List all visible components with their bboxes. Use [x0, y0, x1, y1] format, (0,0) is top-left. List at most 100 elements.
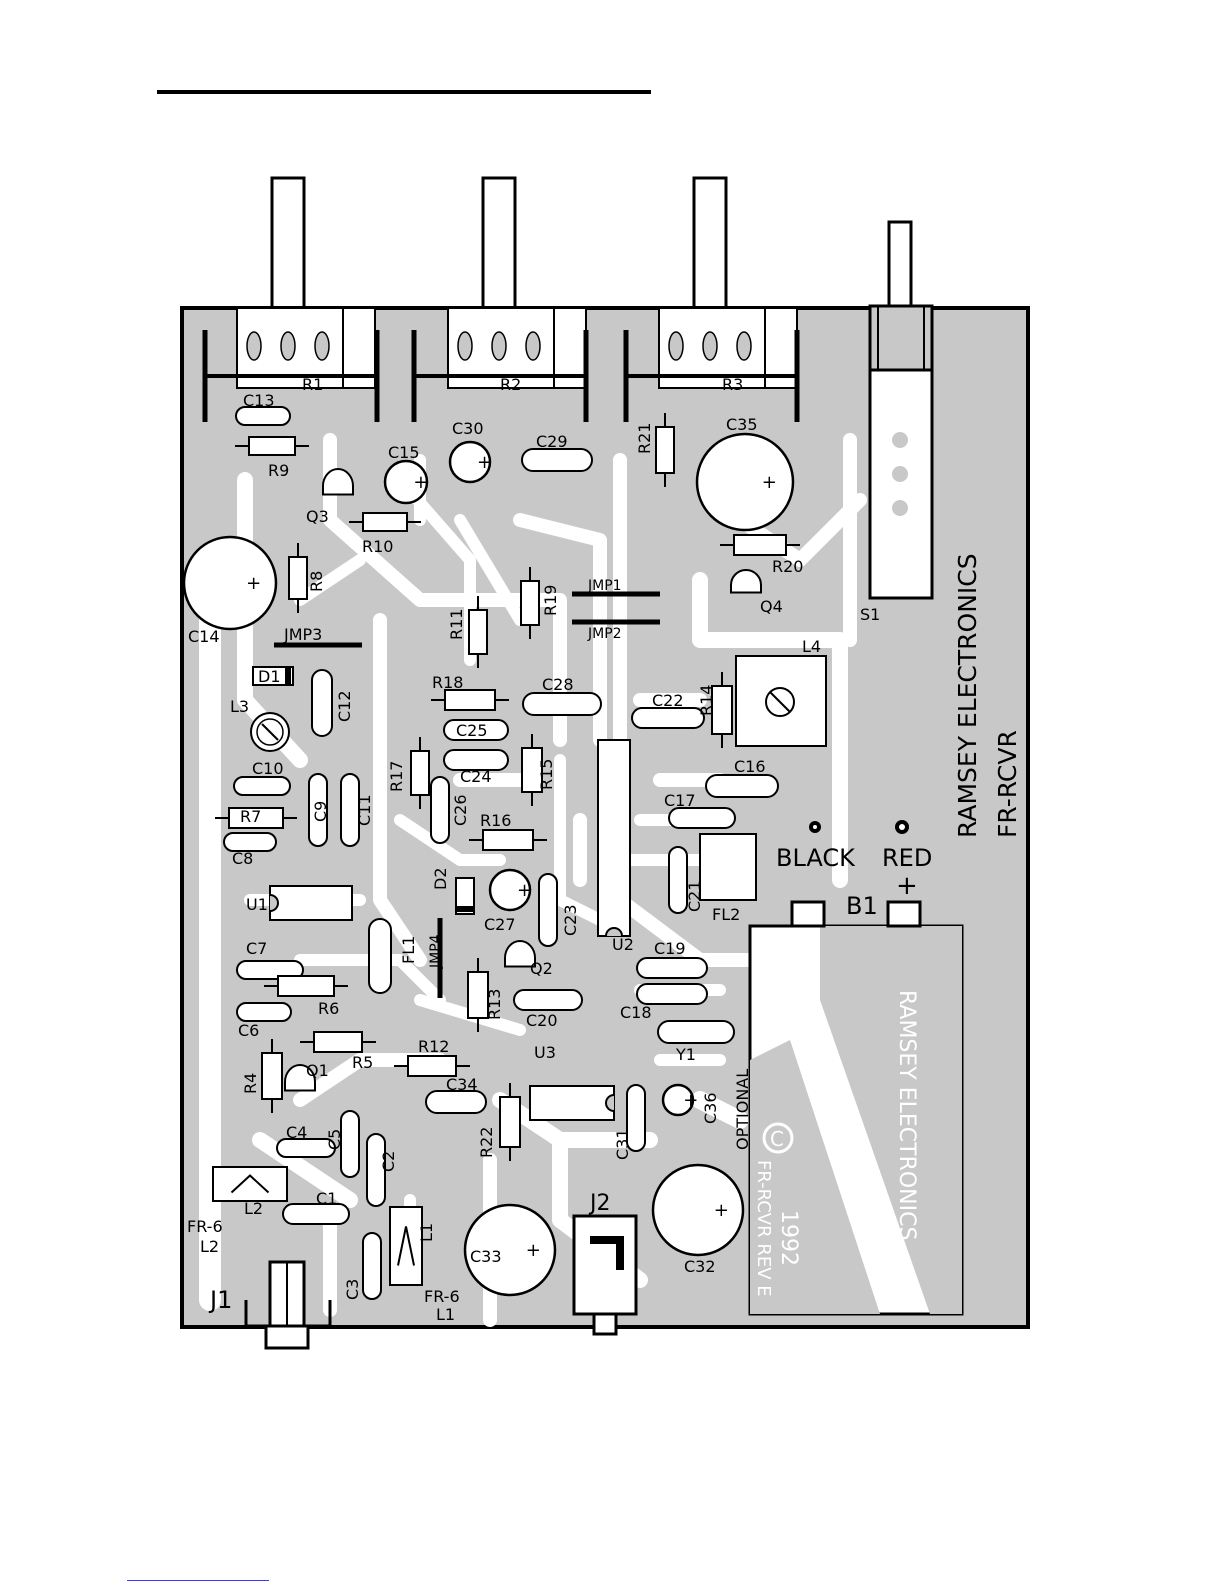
- pot-shafts: [270, 176, 913, 312]
- y1-footprint: [657, 1020, 735, 1044]
- c35-label: C35: [726, 415, 758, 434]
- c10-footprint: [233, 776, 291, 796]
- c33-footprint: +: [463, 1203, 557, 1297]
- c21-label: C21: [685, 880, 704, 912]
- r14-label: R14: [697, 685, 716, 716]
- r1-label: R1: [302, 375, 323, 394]
- q1-label: Q1: [306, 1061, 329, 1080]
- c18-footprint: [636, 983, 708, 1005]
- r18-label: R18: [432, 673, 463, 692]
- battery-optional-text: OPTIONAL: [733, 1069, 752, 1150]
- r17-footprint: [410, 737, 430, 809]
- l4-label: L4: [802, 637, 821, 656]
- svg-text:+: +: [526, 1240, 541, 1261]
- c27-label: C27: [484, 915, 516, 934]
- battery-red-label: RED: [882, 844, 932, 872]
- jmp1-label: JMP1: [587, 578, 622, 594]
- c3-label: C3: [343, 1279, 362, 1300]
- r16-footprint: [469, 829, 547, 851]
- coil-l4: [735, 655, 827, 747]
- l1-footprint: [389, 1206, 423, 1286]
- battery-copyright-symbol: C: [770, 1127, 784, 1151]
- r5-label: R5: [352, 1053, 373, 1072]
- c26-label: C26: [451, 794, 470, 826]
- c33-label: C33: [470, 1247, 502, 1266]
- c19-footprint: [636, 957, 708, 979]
- r11-footprint: [468, 596, 488, 668]
- c36-label: C36: [701, 1092, 720, 1124]
- r6-label: R6: [318, 999, 339, 1018]
- r5-footprint: [300, 1031, 376, 1053]
- switch-s1: [868, 304, 934, 600]
- l2-note-line1: FR-6: [187, 1217, 223, 1236]
- c12-footprint: [311, 669, 333, 737]
- c13-footprint: [235, 406, 291, 426]
- c24-footprint: [443, 749, 509, 771]
- battery-plus-label: +: [896, 871, 918, 901]
- c11-footprint: [340, 773, 360, 847]
- r16-label: R16: [480, 811, 511, 830]
- r4-footprint: [261, 1039, 283, 1113]
- c31-footprint: [626, 1084, 646, 1152]
- c19-label: C19: [654, 939, 686, 958]
- svg-text:+: +: [246, 573, 261, 594]
- c24-label: C24: [460, 767, 492, 786]
- c29-label: C29: [536, 432, 568, 451]
- c8-footprint: [223, 832, 277, 852]
- ic-u1: [269, 885, 353, 921]
- r3-label: R3: [722, 375, 743, 394]
- r7-label: R7: [240, 807, 261, 826]
- c7-footprint: [236, 960, 304, 980]
- r11-label: R11: [447, 609, 466, 640]
- l1-note-line2: L1: [436, 1305, 455, 1324]
- j2-label: J2: [588, 1191, 611, 1216]
- c13-label: C13: [243, 391, 275, 410]
- c27-footprint: +: [488, 868, 532, 912]
- c21-footprint: [668, 846, 688, 914]
- r17-label: R17: [387, 761, 406, 792]
- q2-footprint: [504, 940, 536, 968]
- q2-label: Q2: [530, 959, 553, 978]
- c20-footprint: [513, 989, 583, 1011]
- c22-footprint: [631, 707, 705, 729]
- q3-footprint: [322, 468, 354, 496]
- c26-footprint: [430, 776, 450, 844]
- c2-label: C2: [379, 1151, 398, 1172]
- d2-footprint: [455, 877, 475, 915]
- top-rule: [157, 90, 651, 94]
- c5-footprint: [340, 1110, 360, 1178]
- board-model-text: FR-RCVR: [993, 730, 1022, 838]
- r1-shaft: [270, 176, 306, 312]
- s1-label: S1: [860, 605, 880, 624]
- c30-label: C30: [452, 419, 484, 438]
- c17-label: C17: [664, 791, 696, 810]
- l1-label: L1: [417, 1223, 436, 1242]
- component-footprints: ++++++++: [182, 406, 800, 1300]
- q4-footprint: [730, 569, 762, 594]
- r9-label: R9: [268, 461, 289, 480]
- c32-label: C32: [684, 1257, 716, 1276]
- c22-label: C22: [652, 691, 684, 710]
- q1-footprint: [284, 1064, 316, 1092]
- r13-footprint: [467, 958, 489, 1032]
- c14-footprint: +: [182, 535, 278, 631]
- r18-footprint: [431, 689, 509, 711]
- c14-label: C14: [188, 627, 220, 646]
- l2-note-line2: L2: [200, 1237, 219, 1256]
- r9-footprint: [235, 436, 309, 456]
- r10-footprint: [349, 512, 421, 532]
- c1-footprint: [282, 1203, 350, 1225]
- svg-text:+: +: [762, 472, 777, 493]
- l1-note-line1: FR-6: [424, 1287, 460, 1306]
- u3-label: U3: [534, 1043, 556, 1062]
- c29-footprint: [521, 448, 593, 472]
- battery-brand-text: RAMSEY ELECTRONICS: [894, 990, 919, 1240]
- ic-u3: [529, 1085, 615, 1121]
- r22-footprint: [499, 1083, 521, 1161]
- jmp4-label: JMP4: [428, 934, 444, 969]
- pot-r1: [202, 307, 380, 422]
- r20-footprint: [720, 534, 800, 556]
- r2-shaft: [481, 176, 517, 312]
